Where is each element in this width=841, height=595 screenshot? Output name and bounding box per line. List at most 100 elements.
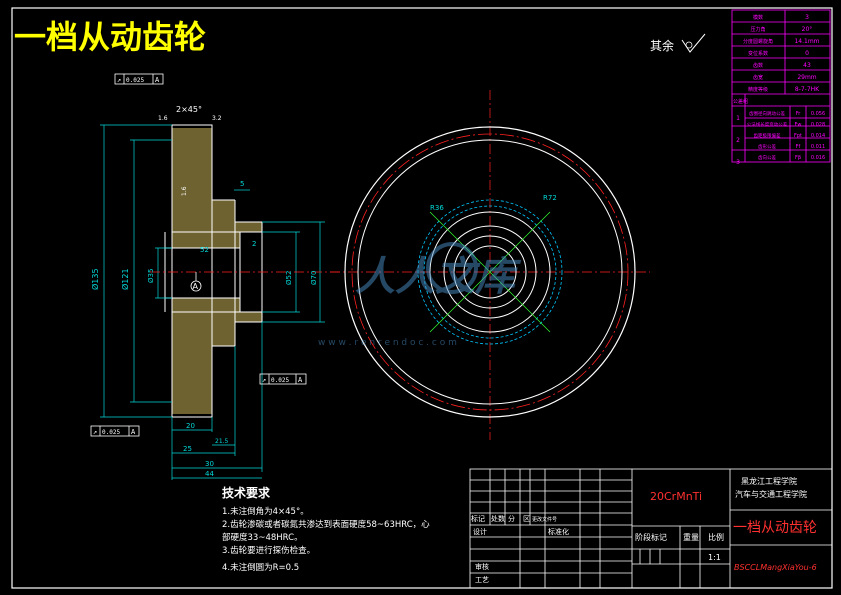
inspection-value: 0.028 xyxy=(811,122,825,128)
title-block xyxy=(469,468,833,589)
gear-parameter-table xyxy=(731,9,831,163)
inspection-item: 齿形公差 xyxy=(758,143,776,150)
inspection-symbol: Ff xyxy=(796,144,801,150)
tolerance-frame-bottom: ↗ 0.025 A xyxy=(90,425,140,437)
inspection-symbol: Fβ xyxy=(795,155,801,161)
technical-requirements: 技术要求 1.未注倒角为4×45°。 2.齿轮渗碳或者碳氮共渗达到表面硬度58~… xyxy=(222,485,430,573)
watermark: 人人文库 w w w . r e n r e n d o c . c o m xyxy=(318,242,522,348)
param-value: 0 xyxy=(805,50,809,57)
svg-text:0.025: 0.025 xyxy=(102,429,120,436)
inspection-item: 齿距极限偏差 xyxy=(754,132,781,139)
inspection-symbol: Fw xyxy=(795,122,802,128)
dim-radius-5: 5 xyxy=(240,180,244,188)
tolerance-frame-top: ↗ 0.025 A xyxy=(114,73,164,85)
svg-text:设计: 设计 xyxy=(473,527,487,536)
svg-text:重量: 重量 xyxy=(683,532,699,542)
roughness-1: 1.6 xyxy=(158,115,168,122)
svg-text:区: 区 xyxy=(523,515,530,523)
param-label: 压力角 xyxy=(750,26,765,33)
inspection-item: 公法线长度变动公差 xyxy=(747,121,788,128)
svg-text:处数: 处数 xyxy=(491,514,505,523)
svg-text:分: 分 xyxy=(508,514,515,523)
dim-bore-diameter: Ø35 xyxy=(147,269,155,283)
dim-len-25: 25 xyxy=(183,445,192,453)
dim-outer-diameter: Ø135 xyxy=(90,268,100,290)
dim-small-2: 2 xyxy=(252,240,256,248)
svg-text:标准化: 标准化 xyxy=(548,527,569,536)
dim-spline-diameter: Ø52 xyxy=(285,271,293,285)
school-name-2: 汽车与交通工程学院 xyxy=(735,489,807,499)
param-label: 模数 xyxy=(753,14,763,21)
inspection-value: 0.016 xyxy=(811,155,825,161)
svg-text:A: A xyxy=(131,428,136,436)
inspection-group: 3 xyxy=(736,159,740,166)
svg-text:比例: 比例 xyxy=(708,532,724,542)
inspection-item: 齿向公差 xyxy=(758,154,776,161)
inspection-group: 2 xyxy=(736,137,740,144)
dim-circle-r1: R36 xyxy=(430,204,444,212)
tech-line-4: 3.齿轮要进行探伤检查。 xyxy=(222,545,315,556)
section-view: Ø135 Ø121 Ø35 Ø52 Ø70 52 2 5 2×45° 20 25… xyxy=(90,73,340,480)
tech-line-5: 4.未注倒圆为R=0.5 xyxy=(222,562,299,573)
svg-text:人人文库: 人人文库 xyxy=(355,254,522,300)
dim-len-20: 20 xyxy=(186,422,195,430)
dim-circle-r2: R72 xyxy=(543,194,557,202)
dim-len-21: 21.5 xyxy=(215,438,229,445)
param-label: 齿宽 xyxy=(753,74,763,81)
param-value: 8-7-7HK xyxy=(795,86,820,93)
svg-text:0.025: 0.025 xyxy=(126,77,144,84)
dim-len-44: 44 xyxy=(205,470,214,478)
surface-finish-note: 其余 xyxy=(650,33,706,53)
param-label: 齿数 xyxy=(753,62,763,69)
param-label: 分度圆螺旋角 xyxy=(743,38,773,45)
svg-text:阶段标记: 阶段标记 xyxy=(635,532,667,542)
material: 20CrMnTi xyxy=(650,490,702,503)
datum-marker: A xyxy=(190,272,202,292)
param-value: 3 xyxy=(805,14,809,21)
svg-text:0.025: 0.025 xyxy=(271,377,289,384)
inspection-value: 0.011 xyxy=(811,144,825,150)
drawing-frame xyxy=(11,7,833,589)
param-label: 精度等级 xyxy=(748,86,768,93)
svg-text:其余: 其余 xyxy=(650,38,674,53)
svg-text:审核: 审核 xyxy=(475,562,489,571)
title-block-part-name: 一档从动齿轮 xyxy=(733,520,817,536)
svg-text:更改文件号: 更改文件号 xyxy=(532,516,557,523)
dim-chamfer: 2×45° xyxy=(176,105,202,114)
scale: 1:1 xyxy=(708,553,721,562)
tech-heading: 技术要求 xyxy=(222,485,271,500)
svg-text:↗: ↗ xyxy=(93,428,97,436)
svg-text:w w w . r e n r e n d o c . c: w w w . r e n r e n d o c . c o m xyxy=(318,338,457,348)
svg-text:A: A xyxy=(155,76,160,84)
param-value: 43 xyxy=(803,62,811,69)
svg-text:A: A xyxy=(298,376,303,384)
inspection-header: 公差组 xyxy=(733,98,748,105)
dim-root-diameter: Ø121 xyxy=(120,268,130,290)
inspection-symbol: Fpt xyxy=(794,133,802,139)
front-view: R36 R72 xyxy=(330,90,650,440)
tolerance-frame-right: ↗ 0.025 A xyxy=(259,373,307,385)
svg-text:工艺: 工艺 xyxy=(475,576,489,584)
param-value: 14.1mm xyxy=(794,38,819,45)
svg-text:标记: 标记 xyxy=(471,514,485,523)
inspection-symbol: Fr xyxy=(796,111,802,117)
title-block-text: 20CrMnTi 黑龙江工程学院 汽车与交通工程学院 一档从动齿轮 BSCCLM… xyxy=(471,476,817,584)
svg-text:↗: ↗ xyxy=(117,76,121,84)
inspection-group: 1 xyxy=(736,115,740,122)
param-value: 29mm xyxy=(797,74,816,81)
roughness-3: 1.6 xyxy=(181,186,188,196)
inspection-value: 0.014 xyxy=(811,133,825,139)
inspection-item: 齿圈径向跳动公差 xyxy=(749,110,785,117)
dim-len-30: 30 xyxy=(205,460,214,468)
roughness-2: 3.2 xyxy=(212,115,222,122)
dim-hub-diameter: Ø70 xyxy=(310,271,318,285)
inspection-value: 0.056 xyxy=(811,111,825,117)
tech-line-1: 1.未注倒角为4×45°。 xyxy=(222,506,309,517)
school-name-1: 黑龙江工程学院 xyxy=(741,476,797,486)
dim-bore-width: 52 xyxy=(200,246,209,254)
tech-line-3: 部硬度33~48HRC。 xyxy=(222,532,303,543)
tech-line-2: 2.齿轮渗碳或者碳氮共渗达到表面硬度58~63HRC，心 xyxy=(222,519,430,530)
svg-text:A: A xyxy=(193,282,199,291)
